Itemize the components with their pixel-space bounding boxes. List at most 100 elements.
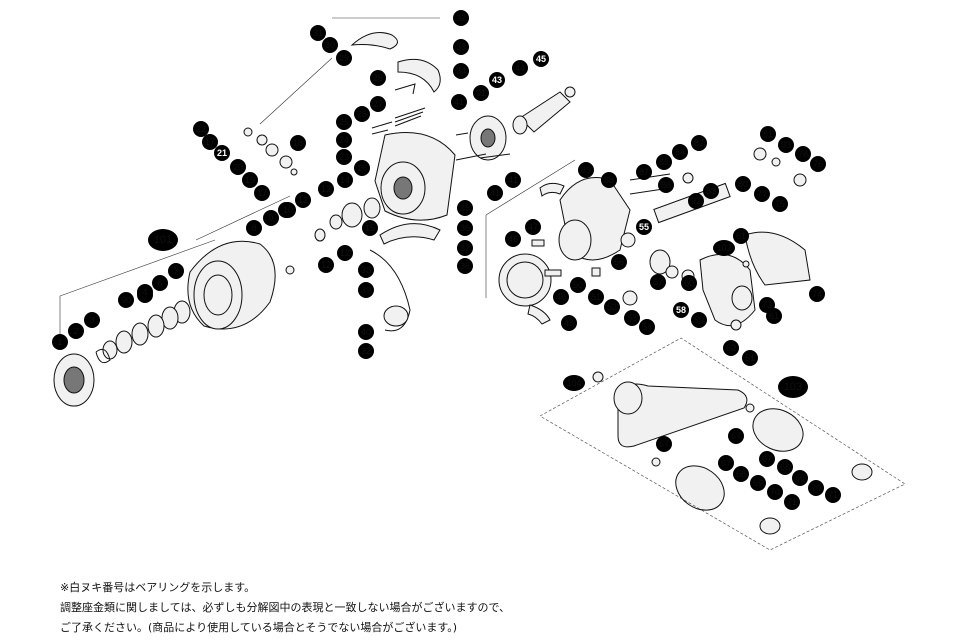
part-number: 46 [508, 234, 518, 244]
part-label-p19: 19 [242, 172, 258, 188]
knob-cap-part [759, 517, 781, 535]
part-label-circle [681, 275, 697, 291]
gear-part [622, 290, 638, 306]
part-label-p58: 58 [673, 302, 689, 318]
part-label-circle [810, 156, 826, 172]
part-number: 62 [726, 343, 736, 353]
part-label-circle [578, 162, 594, 178]
knob-cap-part [851, 463, 873, 481]
part-labels: 3231302933342827262524231622172120191718… [52, 10, 841, 510]
part-number: 67 [721, 458, 731, 468]
collar-part [279, 155, 293, 169]
part-number: 34 [456, 66, 466, 76]
part-number: 74 [812, 289, 822, 299]
part-number: 10 [283, 205, 293, 215]
part-label-circle [570, 277, 586, 293]
part-label-circle [767, 484, 783, 500]
part-label-circle [336, 149, 352, 165]
block-part [591, 267, 601, 277]
part-label-circle [230, 159, 246, 175]
part-number: 12 [321, 260, 331, 270]
part-number: 26 [357, 109, 367, 119]
part-label-circle [672, 144, 688, 160]
part-label-p34: 34 [453, 63, 469, 79]
gear-part [649, 249, 671, 275]
part-label-circle [254, 185, 270, 201]
part-label-p80: 80 [735, 176, 751, 192]
part-label-circle [777, 459, 793, 475]
part-label-p17b: 17 [254, 185, 270, 201]
part-number: 58 [676, 305, 686, 315]
bearing-note: ※白ヌキ番号はベアリングを示します。 [60, 581, 256, 594]
part-label-circle [354, 106, 370, 122]
part-number: 27 [373, 99, 383, 109]
notes-line-3: ご了承ください。(商品により使用している場合とそうでない場合がございます。) [60, 621, 458, 634]
part-label-p8: 8 [246, 220, 262, 236]
part-label-p82: 82 [691, 135, 707, 151]
part-label-circle [759, 451, 775, 467]
spring-part [394, 107, 426, 127]
part-number: 76 [813, 159, 823, 169]
part-label-p26: 26 [354, 106, 370, 122]
part-label-circle [148, 229, 178, 251]
part-number: 61 [769, 311, 779, 321]
part-number: 90 [121, 295, 131, 305]
part-label-circle [673, 302, 689, 318]
part-label-circle [733, 466, 749, 482]
part-label-p69a: 69 [792, 470, 808, 486]
part-number: 89 [581, 165, 591, 175]
part-label-p90: 90 [118, 292, 134, 308]
part-number: 30 [325, 40, 335, 50]
part-label-circle [152, 275, 168, 291]
part-label-circle [525, 219, 541, 235]
part-label-p32b: 32 [358, 343, 374, 359]
part-label-circle [505, 231, 521, 247]
part-number: 85 [659, 157, 669, 167]
part-label-circle [688, 193, 704, 209]
rotor-center-part [393, 176, 413, 200]
part-number: 31 [313, 28, 323, 38]
part-number: 43 [492, 75, 502, 85]
handle-assembly-box [539, 337, 906, 551]
part-label-circle [337, 172, 353, 188]
bearing-part [265, 143, 279, 157]
part-label-p32a: 32 [453, 10, 469, 26]
part-label-p77: 77 [754, 186, 770, 202]
part-number: 61 [745, 353, 755, 363]
part-number: 36 [460, 261, 470, 271]
part-number: 70 [770, 487, 780, 497]
part-label-circle [754, 186, 770, 202]
part-label-circle [553, 289, 569, 305]
part-number: 41 [490, 188, 500, 198]
part-label-circle [505, 172, 521, 188]
drag-knob-center-part [63, 366, 85, 394]
part-number: 39 [361, 285, 371, 295]
part-label-circle [588, 289, 604, 305]
part-number: 81 [763, 129, 773, 139]
oscillating-slider-part [527, 304, 551, 325]
part-number: 29 [339, 53, 349, 63]
part-label-p86: 86 [658, 177, 674, 193]
part-number: 22 [196, 124, 206, 134]
part-label-p88: 88 [601, 172, 617, 188]
part-number: 23 [339, 152, 349, 162]
part-number: 12 [298, 195, 308, 205]
part-label-p45: 45 [533, 51, 549, 67]
part-label-p40: 40 [358, 324, 374, 340]
part-label-circle [624, 310, 640, 326]
part-label-p24: 24 [336, 132, 352, 148]
bail-arm-part [350, 32, 398, 50]
part-label-circle [336, 50, 352, 66]
part-label-circle [202, 134, 218, 150]
part-number: 36 [460, 223, 470, 233]
part-label-circle [778, 376, 808, 398]
part-label-circle [280, 202, 296, 218]
part-label-p76: 76 [810, 156, 826, 172]
part-label-circle [354, 160, 370, 176]
part-number: 70 [811, 483, 821, 493]
spool-screw-part [285, 265, 295, 275]
part-label-circle [68, 323, 84, 339]
part-number: 44 [515, 63, 525, 73]
part-label-circle [310, 25, 326, 41]
part-number: 92 [691, 196, 701, 206]
